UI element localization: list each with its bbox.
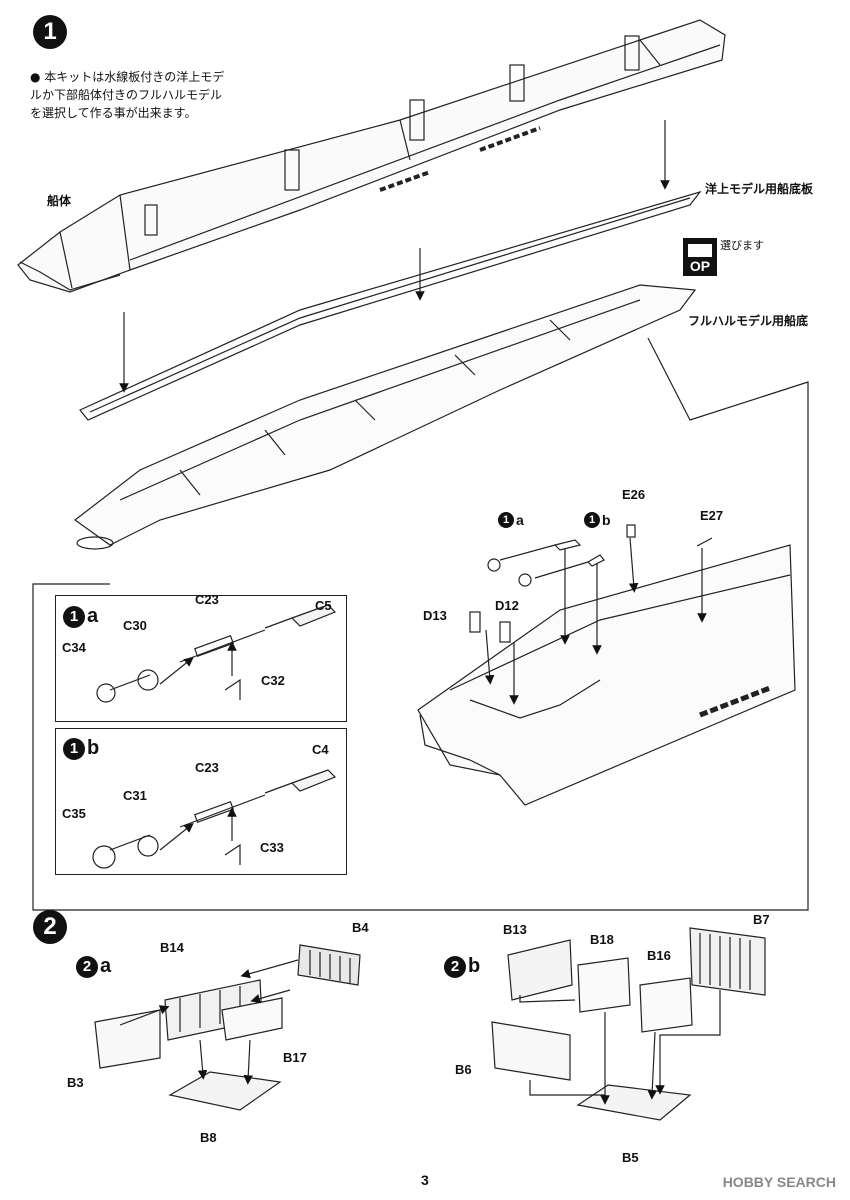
- part-label: B6: [455, 1062, 472, 1077]
- part-label: B18: [590, 932, 614, 947]
- fullhull-bottom: [73, 284, 697, 546]
- waterline-plate: [79, 190, 702, 421]
- sub-step-1a-number: 1: [63, 605, 85, 628]
- part-label: C30: [123, 618, 147, 633]
- watermark: HOBBY SEARCH: [722, 1174, 836, 1190]
- option-icon: OP: [683, 238, 717, 276]
- hull-label: 船体: [47, 194, 72, 208]
- option-icon-text: OP: [689, 258, 711, 274]
- part-b5-shape: [576, 1084, 692, 1121]
- part-label: C4: [312, 742, 329, 757]
- fullhull-bottom-label: フルハルモデル用船底: [688, 314, 809, 328]
- option-text: 選びます: [720, 239, 764, 252]
- stern-ref-1a-number: 1: [498, 512, 514, 528]
- stern-ref-1b-number: 1: [584, 512, 600, 528]
- part-label: D12: [495, 598, 519, 613]
- part-label: B17: [283, 1050, 307, 1065]
- part-b3-shape: [94, 1009, 161, 1069]
- option-arrows-icon: [688, 244, 712, 257]
- step-1-note-text: 本キットは水線板付きの洋上モデルか下部船体付きのフルハルモデルを選択して作る事が…: [30, 70, 225, 120]
- part-b13-shape: [507, 939, 573, 1001]
- part-label: D13: [423, 608, 447, 623]
- sub-step-1b-letter: b: [87, 737, 100, 759]
- part-label: E26: [622, 487, 646, 502]
- stern-hull: [417, 544, 796, 806]
- stern-ref-1a-letter: a: [516, 512, 524, 528]
- stern-ref-1b-letter: b: [602, 512, 611, 528]
- part-label: E27: [700, 508, 724, 523]
- step-1-note: ● 本キットは水線板付きの洋上モデルか下部船体付きのフルハルモデルを選択して作る…: [30, 70, 225, 120]
- sub-step-2b-letter: b: [468, 955, 481, 977]
- part-b16-shape: [639, 977, 693, 1033]
- sub-step-2b: 2 b: [444, 955, 480, 978]
- stern-ref-1a: 1 a: [498, 512, 524, 528]
- part-b17-shape: [221, 997, 283, 1041]
- sub-step-2a-letter: a: [100, 955, 112, 977]
- detail-1b-box: [55, 728, 347, 875]
- step-1-badge: 1: [33, 15, 67, 49]
- part-label: B3: [67, 1075, 84, 1090]
- part-label: C32: [261, 673, 285, 688]
- sub-step-1b: 1 b: [63, 737, 99, 760]
- part-b8-shape: [168, 1071, 282, 1111]
- stern-ref-1b: 1 b: [584, 512, 611, 528]
- part-b4-shape: [297, 944, 361, 986]
- hull-outline: [17, 19, 726, 293]
- waterline-bottom-label: 洋上モデル用船底板: [705, 182, 814, 196]
- detail-1a-box: [55, 595, 347, 722]
- page-number: 3: [421, 1172, 429, 1188]
- part-label: B14: [160, 940, 184, 955]
- sub-step-2b-number: 2: [444, 955, 466, 978]
- sub-step-1a: 1 a: [63, 605, 98, 628]
- part-label: C23: [195, 760, 219, 775]
- part-label: C33: [260, 840, 284, 855]
- part-label: B7: [753, 912, 770, 927]
- part-label: B13: [503, 922, 527, 937]
- part-label: B4: [352, 920, 369, 935]
- part-label: C23: [195, 592, 219, 607]
- part-label: B16: [647, 948, 671, 963]
- part-label: C34: [62, 640, 86, 655]
- part-label: C35: [62, 806, 86, 821]
- sub-step-1a-letter: a: [87, 605, 99, 627]
- part-label: C5: [315, 598, 332, 613]
- part-label: B5: [622, 1150, 639, 1165]
- sub-step-2a: 2 a: [76, 955, 111, 978]
- step-2-badge: 2: [33, 910, 67, 944]
- part-label: C31: [123, 788, 147, 803]
- part-label: B8: [200, 1130, 217, 1145]
- part-b18-shape: [577, 957, 631, 1013]
- part-b7-shape: [689, 927, 766, 996]
- part-b6-shape: [491, 1021, 571, 1081]
- sub-step-2a-number: 2: [76, 955, 98, 978]
- sub-step-1b-number: 1: [63, 737, 85, 760]
